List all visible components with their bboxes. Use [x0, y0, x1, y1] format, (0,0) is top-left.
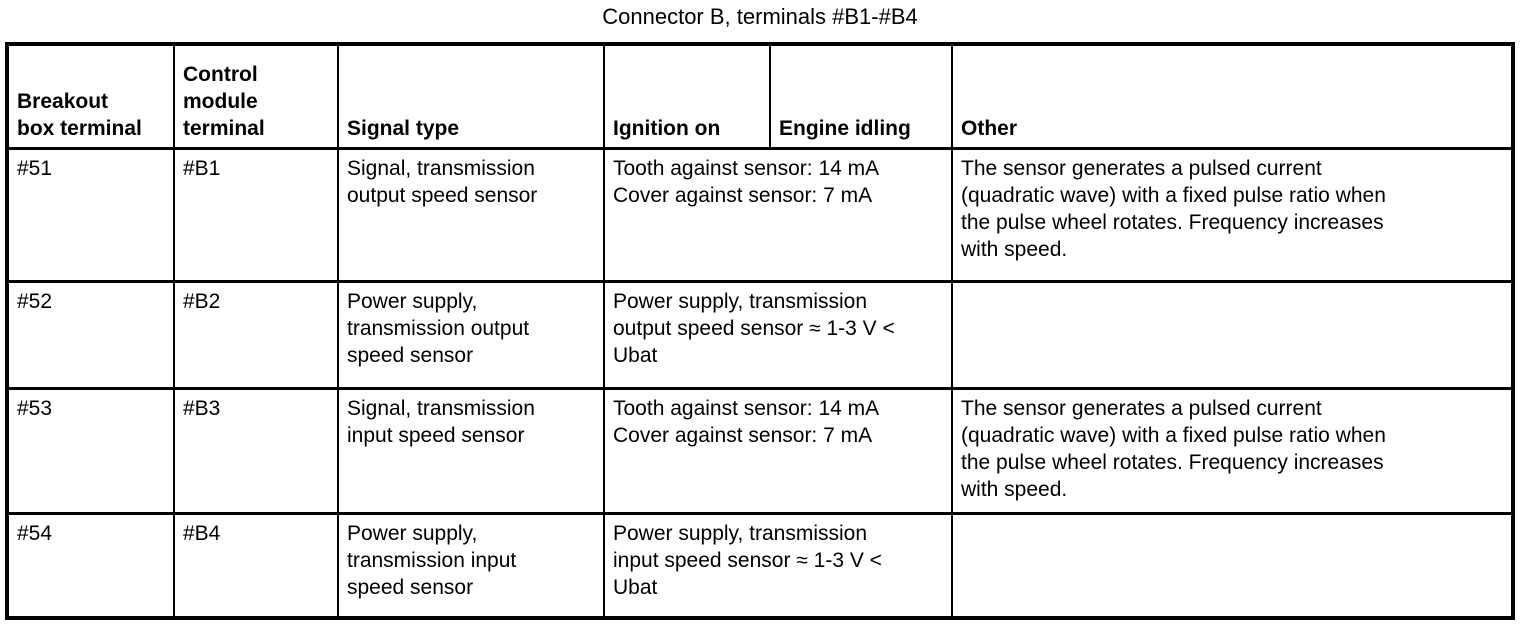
column-header-other: Other: [951, 42, 1514, 150]
cell-signal-type: Power supply, transmission output speed …: [337, 279, 605, 390]
page-title: Connector B, terminals #B1-#B4: [602, 4, 918, 29]
cell-other: The sensor generates a pulsed current (q…: [951, 146, 1514, 283]
cell-control-module-terminal: #B1: [173, 146, 339, 283]
cell-measurement: Power supply, transmission input speed s…: [603, 511, 953, 620]
table-row: #54 #B4 Power supply, transmission input…: [6, 511, 1514, 620]
cell-measurement: Tooth against sensor: 14 mA Cover agains…: [603, 146, 953, 283]
cell-control-module-terminal: #B2: [173, 279, 339, 390]
cell-other: The sensor generates a pulsed current (q…: [951, 386, 1514, 515]
cell-signal-type: Signal, transmission input speed sensor: [337, 386, 605, 515]
cell-control-module-terminal: #B3: [173, 386, 339, 515]
connector-b-terminals-table: Breakout box terminal Control module ter…: [5, 42, 1515, 620]
cell-other: [951, 279, 1514, 390]
table-row: #52 #B2 Power supply, transmission outpu…: [6, 279, 1514, 390]
cell-control-module-terminal: #B4: [173, 511, 339, 620]
table-row: #53 #B3 Signal, transmission input speed…: [6, 386, 1514, 515]
cell-breakout-box-terminal: #53: [6, 386, 175, 515]
cell-breakout-box-terminal: #51: [6, 146, 175, 283]
header-row: Breakout box terminal Control module ter…: [6, 42, 1514, 150]
column-header-ignition-on: Ignition on: [603, 42, 771, 150]
column-header-signal-type: Signal type: [337, 42, 605, 150]
cell-signal-type: Power supply, transmission input speed s…: [337, 511, 605, 620]
cell-breakout-box-terminal: #54: [6, 511, 175, 620]
cell-measurement: Tooth against sensor: 14 mA Cover agains…: [603, 386, 953, 515]
column-header-engine-idling: Engine idling: [769, 42, 953, 150]
cell-breakout-box-terminal: #52: [6, 279, 175, 390]
cell-signal-type: Signal, transmission output speed sensor: [337, 146, 605, 283]
column-header-breakout-box-terminal: Breakout box terminal: [6, 42, 175, 150]
table-row: #51 #B1 Signal, transmission output spee…: [6, 146, 1514, 283]
column-header-control-module-terminal: Control module terminal: [173, 42, 339, 150]
cell-other: [951, 511, 1514, 620]
cell-measurement: Power supply, transmission output speed …: [603, 279, 953, 390]
